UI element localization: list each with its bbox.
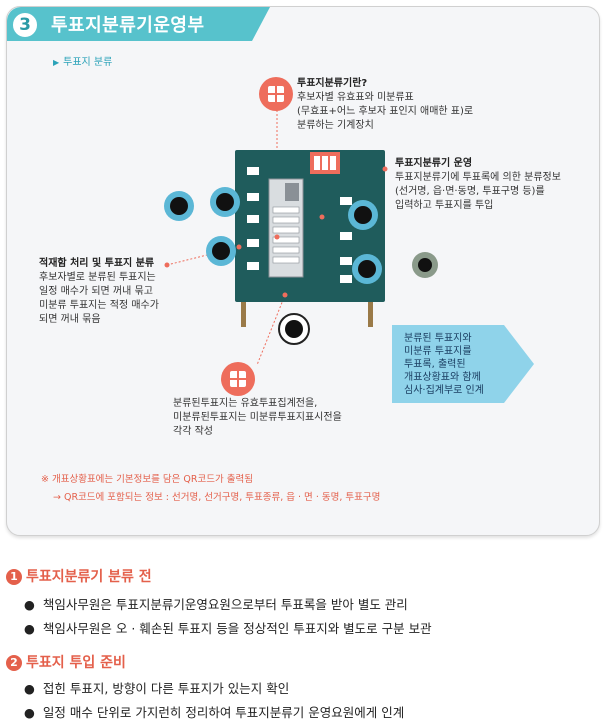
handover-line: 심사·집계부로 인계 [404,385,484,396]
list-item-text: 일정 매수 단위로 가지런히 정리하여 투표지분류기 운영요원에게 인계 [42,705,405,720]
triangle-icon: ▶ [53,58,60,67]
note-line: 후보자별 유효표와 미분류표 [297,92,414,103]
note-line: 투표지분류기에 투표록에 의한 분류정보 [395,172,561,183]
list-item: ● 접힌 투표지, 방향이 다른 투표지가 있는지 확인 [24,678,289,697]
footnote-qr: ※ 개표상황표에는 기본정보를 담은 QR코드가 출력됨 [41,474,253,485]
footnote-qr-contents: → QR코드에 포함되는 정보 : 선거명, 선거구명, 투표종류, 읍 · 면… [53,492,381,503]
note-line: (선거명, 읍·면·동명, 투표구명 등)를 [395,186,545,197]
note-title: 투표지분류기 운영 [395,158,473,169]
subheading: ▶투표지 분류 [53,53,112,68]
subheading-label: 투표지 분류 [63,57,113,68]
list-item: ● 일정 매수 단위로 가지런히 정리하여 투표지분류기 운영요원에게 인계 [24,702,404,721]
section-title-text: 투표지분류기 분류 전 [26,569,152,585]
document-icon [221,362,255,396]
note-line: 분류하는 기계장치 [297,120,374,131]
note-line: 일정 매수가 되면 꺼내 묶고 [39,286,153,297]
note-title: 투표지분류기란? [297,78,368,89]
diagram-panel: 3 투표지분류기운영부 ▶투표지 분류 [6,6,600,536]
section-number: 1 [6,569,22,585]
list-item-text: 책임사무원은 투표지분류기운영요원으로부터 투표록을 받아 별도 관리 [42,597,408,612]
handover-line: 미분류 투표지를 [404,346,472,357]
section-number: 2 [6,655,22,671]
note-line: 후보자별로 분류된 투표지는 [39,272,156,283]
list-item-text: 접힌 투표지, 방향이 다른 투표지가 있는지 확인 [42,681,290,696]
list-item: ● 책임사무원은 오 · 훼손된 투표지 등을 정상적인 투표지와 별도로 구분 … [24,618,432,637]
bullet-icon: ● [24,681,35,696]
note-operation: 투표지분류기 운영 투표지분류기에 투표록에 의한 분류정보 (선거명, 읍·면… [395,157,561,213]
handover-line: 분류된 투표지와 [404,333,472,344]
note-recording: 분류된투표지는 유효투표집계전을, 미분류된투표지는 미분류투표지표시전을 각각… [173,397,342,439]
handover-text: 분류된 투표지와 미분류 투표지를 투표록, 출력된 개표상황표와 함께 심사·… [404,332,484,397]
header-bar [7,7,270,41]
bullet-icon: ● [24,621,35,636]
note-title: 적재함 처리 및 투표지 분류 [39,258,155,269]
arrow-shape [392,325,534,403]
note-line: 되면 꺼내 묶음 [39,314,101,325]
classifier-illustration [164,110,438,366]
bullet-icon: ● [24,705,35,720]
note-line: 분류된투표지는 유효투표집계전을, [173,398,318,409]
note-what-is: 투표지분류기란? 후보자별 유효표와 미분류표 (무효표+어느 후보자 표인지 … [297,77,473,133]
page-title: 투표지분류기운영부 [51,15,205,36]
section-title-text: 투표지 투입 준비 [26,655,126,671]
list-item: ● 책임사무원은 투표지분류기운영요원으로부터 투표록을 받아 별도 관리 [24,594,408,613]
note-line: 미분류된투표지는 미분류투표지표시전을 [173,412,342,423]
list-item-text: 책임사무원은 오 · 훼손된 투표지 등을 정상적인 투표지와 별도로 구분 보… [42,621,432,636]
handover-arrow: 분류된 투표지와 미분류 투표지를 투표록, 출력된 개표상황표와 함께 심사·… [392,325,537,403]
note-stacking: 적재함 처리 및 투표지 분류 후보자별로 분류된 투표지는 일정 매수가 되면… [39,257,159,327]
note-line: (무효표+어느 후보자 표인지 애매한 표)로 [297,106,474,117]
bullet-icon: ● [24,597,35,612]
note-line: 미분류 투표지는 적정 매수가 [39,300,159,311]
note-line: 각각 작성 [173,426,213,437]
handover-line: 개표상황표와 함께 [404,372,481,383]
handover-line: 투표록, 출력된 [404,359,466,370]
step-number-badge: 3 [10,10,40,40]
note-line: 입력하고 투표지를 투입 [395,200,494,211]
classifier-icon [259,77,293,111]
